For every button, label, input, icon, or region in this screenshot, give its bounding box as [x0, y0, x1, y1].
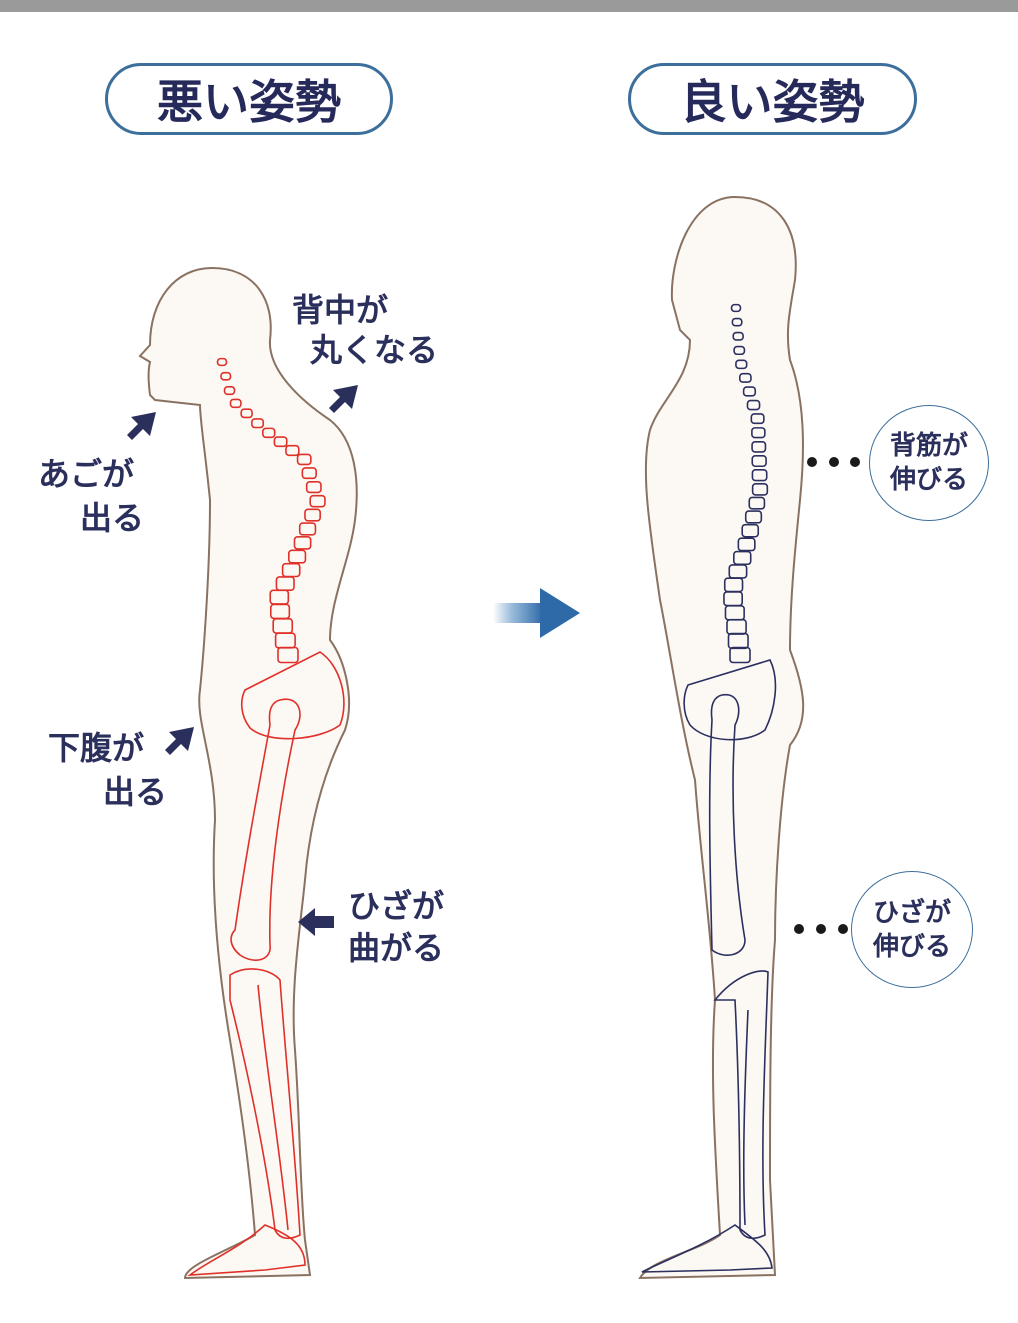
bad-skeleton — [187, 357, 345, 1276]
vertebra — [296, 453, 312, 466]
good-posture-title: 良い姿勢 — [628, 63, 917, 135]
vertebra — [304, 508, 321, 522]
vertebra — [732, 331, 744, 341]
vertebra — [729, 646, 751, 664]
vertebra — [735, 359, 748, 370]
bubble-knee-line2: 伸びる — [872, 931, 951, 962]
vertebra — [293, 535, 312, 550]
bad-tibia — [229, 968, 301, 1240]
label-chin-out-1: あごが — [38, 455, 135, 493]
bad-foot — [187, 1224, 306, 1276]
vertebra — [262, 427, 276, 439]
arrow-back-icon — [329, 385, 358, 413]
vertebra — [240, 408, 253, 419]
good-posture-body — [638, 195, 805, 1280]
bad-fibula — [257, 984, 289, 1231]
vertebra — [731, 317, 743, 327]
vertebra — [309, 494, 326, 508]
vertebra — [742, 386, 757, 397]
arrow-chin-icon — [127, 412, 156, 440]
vertebra — [737, 537, 756, 552]
vertebra — [746, 399, 761, 411]
vertebra — [748, 496, 766, 510]
bubble-back-line2: 伸びる — [889, 465, 968, 495]
bubble-knee-line1: ひざが — [872, 897, 951, 928]
vertebra — [733, 345, 746, 356]
vertebra — [251, 418, 265, 429]
label-belly-out-2: 出る — [103, 773, 168, 811]
good-tibia — [713, 970, 769, 1240]
vertebra — [220, 371, 232, 381]
label-knee-bent-2: 曲がる — [348, 929, 445, 967]
vertebra — [229, 398, 242, 409]
bubble-back-straight: 背筋が 伸びる — [869, 405, 989, 521]
vertebra — [273, 436, 288, 448]
vertebra — [301, 467, 317, 480]
transition-arrow-icon — [493, 588, 580, 638]
label-chin-out-2: 出る — [80, 499, 145, 537]
good-foot — [641, 1224, 773, 1273]
vertebra — [298, 522, 317, 536]
arrow-belly-icon — [165, 727, 194, 755]
vertebra — [751, 427, 766, 439]
vertebra — [216, 357, 228, 367]
annotation-arrows — [127, 385, 358, 936]
top-bar — [0, 0, 1018, 12]
bad-posture-title: 悪い姿勢 — [105, 63, 393, 135]
vertebra — [730, 303, 742, 313]
ellipsis-dots — [794, 457, 860, 934]
vertebra — [744, 510, 763, 524]
label-knee-bent-1: ひざが — [348, 887, 445, 925]
bad-posture-body — [138, 266, 358, 1280]
vertebra — [223, 386, 236, 396]
vertebra — [287, 549, 307, 564]
label-belly-out-1: 下腹が — [48, 729, 145, 767]
label-back-rounds-2: 丸くなる — [310, 331, 439, 369]
bad-pelvis — [240, 651, 345, 740]
label-back-rounds-1: 背中が — [292, 291, 389, 329]
vertebra — [751, 455, 767, 468]
vertebra — [285, 444, 300, 457]
vertebra — [751, 483, 769, 496]
good-skeleton — [641, 303, 777, 1273]
vertebra — [751, 469, 768, 482]
bad-femur — [230, 698, 301, 961]
bad-spine — [216, 357, 326, 664]
vertebra — [741, 523, 760, 538]
good-femur — [708, 694, 746, 956]
vertebra — [738, 372, 752, 383]
vertebra — [305, 480, 322, 494]
vertebra — [277, 646, 299, 664]
vertebra — [751, 441, 767, 453]
bubble-knee-straight: ひざが 伸びる — [851, 871, 973, 988]
bubble-back-line1: 背筋が — [889, 431, 968, 461]
good-fibula — [742, 1009, 749, 1226]
good-spine — [723, 303, 769, 664]
arrow-knee-icon — [298, 908, 334, 936]
vertebra — [750, 413, 765, 425]
